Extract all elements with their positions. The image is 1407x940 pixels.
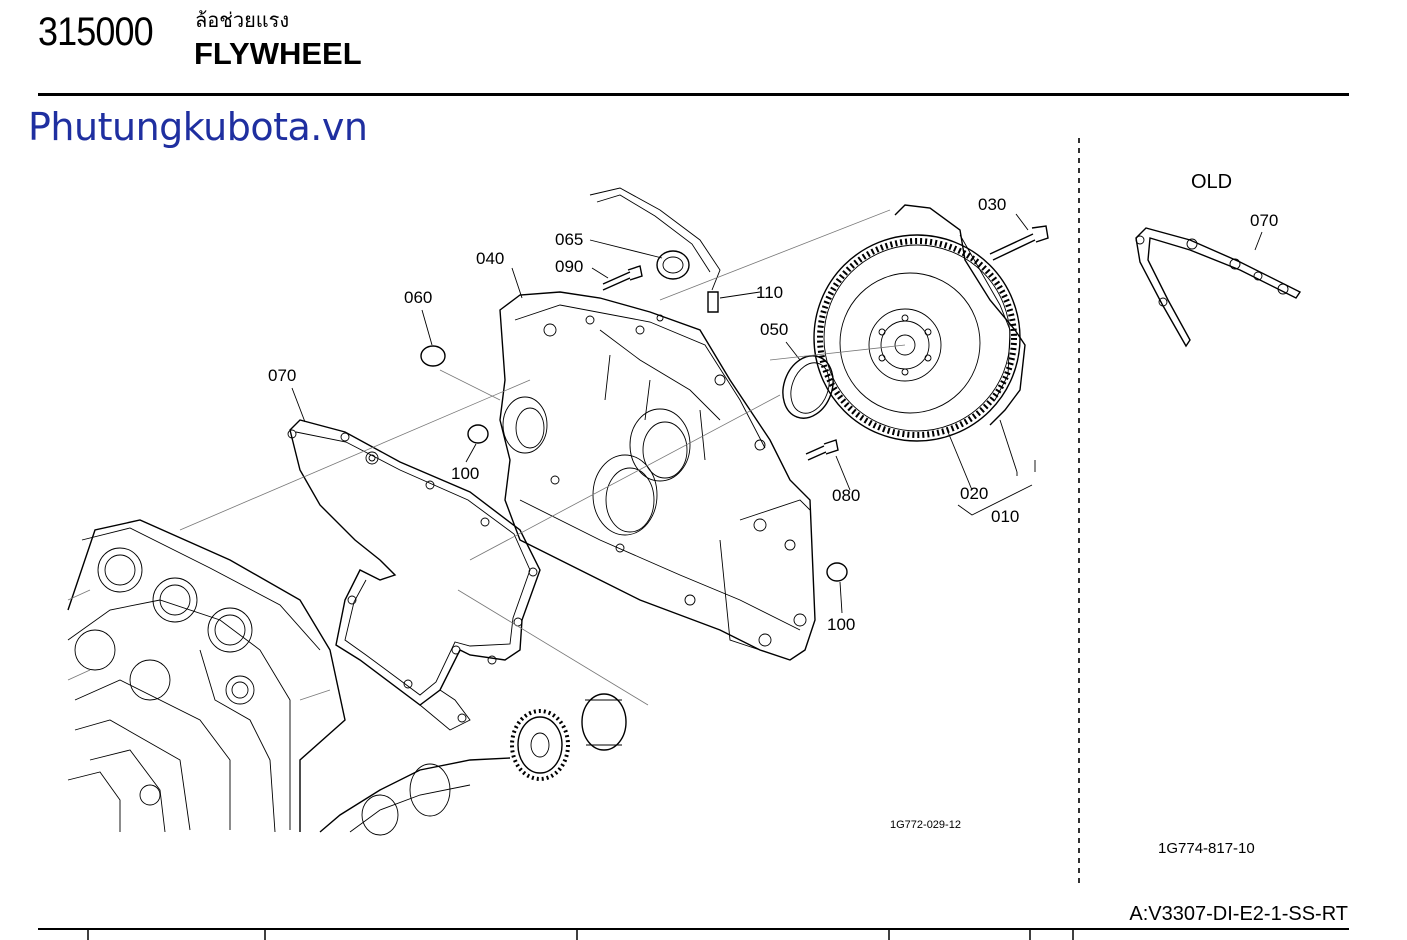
callout-100-left: 100 [451, 464, 479, 483]
crank-gear-drawing [319, 693, 627, 836]
callout-070: 070 [268, 366, 296, 385]
main-illustration-ref: 1G772-029-12 [890, 819, 961, 831]
callout-080: 080 [832, 486, 860, 505]
gasket-070-drawing [287, 419, 541, 731]
table-frame [38, 928, 1349, 940]
callout-050: 050 [760, 320, 788, 339]
old-gasket-drawing [1135, 227, 1302, 348]
callout-030: 030 [978, 195, 1006, 214]
callout-020: 020 [960, 484, 988, 503]
callout-010: 010 [991, 507, 1019, 526]
gear-case-040-drawing [499, 291, 816, 661]
header-rule [38, 93, 1349, 96]
leader-lines [179, 209, 1036, 706]
small-parts-drawing [420, 187, 1049, 582]
callout-040: 040 [476, 249, 504, 268]
flywheel-020-drawing [813, 204, 1026, 442]
callout-065: 065 [555, 230, 583, 249]
seal-050-drawing [782, 355, 834, 419]
engine-block-drawing [67, 519, 346, 833]
callout-110: 110 [756, 283, 783, 302]
old-label: OLD [1191, 171, 1232, 193]
model-code: A:V3307-DI-E2-1-SS-RT [1129, 903, 1348, 925]
section-title-thai: ล้อช่วยแรง [195, 8, 290, 32]
watermark: Phutungkubota.vn [28, 105, 368, 149]
old-illustration-ref: 1G774-817-10 [1158, 840, 1255, 857]
callout-090: 090 [555, 257, 583, 276]
callout-060: 060 [404, 288, 432, 307]
section-title: FLYWHEEL [194, 36, 362, 71]
section-code: 315000 [38, 10, 154, 54]
old-callout-070: 070 [1250, 211, 1278, 230]
callout-100-right: 100 [827, 615, 855, 634]
